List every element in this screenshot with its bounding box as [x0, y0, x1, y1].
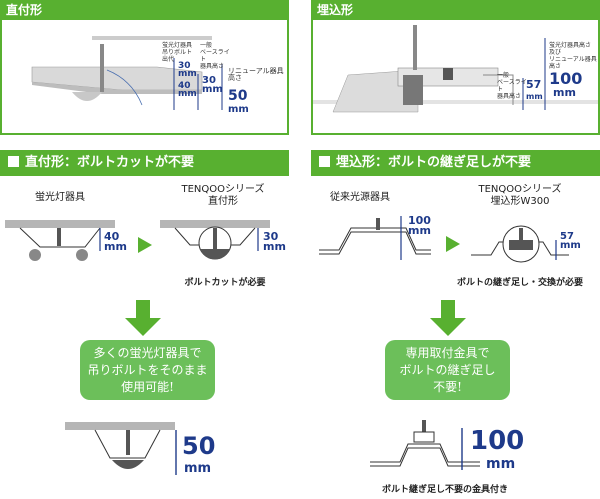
label-base-light: 一般 ベースライト 器具高さ	[200, 42, 230, 70]
square-bullet-icon	[8, 156, 19, 167]
left-after-caption: ボルトカットが必要	[184, 278, 266, 288]
right-before-label: 従来光源器具	[330, 192, 390, 203]
band-direct-title: 直付形：ボルトカットが不要	[25, 155, 195, 170]
direct-mount-illustration	[31, 36, 223, 110]
left-after-dim: 30 mm	[263, 230, 286, 253]
left-before-dim: 40 mm	[104, 230, 127, 253]
dim-40-small: 40 mm	[178, 81, 197, 100]
left-comparison-diagram	[5, 220, 270, 261]
right-after-dim: 57 mm	[560, 231, 581, 251]
dim-50-total-unit: mm	[228, 104, 249, 115]
label-fl-bolt: 蛍光灯器具 吊りボルト 出代	[162, 42, 193, 63]
right-result-dim: 100	[470, 426, 525, 456]
dim-100-unit: mm	[553, 86, 576, 99]
right-result-diagram	[370, 420, 480, 470]
recessed-mount-illustration	[313, 25, 598, 113]
right-before-dim: 100 mm	[408, 214, 431, 237]
label-base-height: 一般 ベースライト 器具高さ	[497, 72, 527, 100]
left-callout: 多くの蛍光灯器具で 吊りボルトをそのまま 使用可能!	[80, 340, 215, 400]
band-recessed: 埋込形：ボルトの継ぎ足しが不要	[311, 150, 600, 176]
dim-30-base: 30 mm	[202, 75, 223, 95]
square-bullet-icon	[319, 156, 330, 167]
left-result-diagram	[65, 422, 177, 475]
dim-100: 100	[549, 69, 583, 88]
left-result-dim: 50	[182, 432, 216, 460]
dim-50-total: 50	[228, 88, 248, 104]
header-direct: 直付形	[0, 0, 289, 20]
photo-panel-recessed: 蛍光灯器具高さ 及び リニューアル器具 高さ 一般 ベースライト 器具高さ 57…	[311, 20, 600, 135]
right-callout: 専用取付金具で ボルトの継ぎ足し 不要!	[385, 340, 510, 400]
header-recessed: 埋込形	[311, 0, 600, 20]
dim-57: 57	[526, 78, 542, 91]
right-comparison-diagram	[319, 216, 569, 263]
right-after-label: TENQOOシリーズ 埋込形W300	[478, 184, 562, 207]
down-arrow-icon	[125, 300, 161, 336]
band-recessed-title: 埋込形：ボルトの継ぎ足しが不要	[336, 155, 532, 170]
label-renewal: リニューアル器具 高さ	[228, 67, 284, 82]
dim-57-unit: mm	[526, 92, 543, 101]
label-device-height: 蛍光灯器具高さ 及び リニューアル器具 高さ	[549, 42, 597, 70]
left-after-label: TENQOOシリーズ 直付形	[181, 184, 265, 207]
left-result-dim-unit: mm	[184, 461, 212, 476]
photo-panel-direct: 蛍光灯器具 吊りボルト 出代 一般 ベースライト 器具高さ リニューアル器具 高…	[0, 20, 289, 135]
down-arrow-icon	[430, 300, 466, 336]
band-direct: 直付形：ボルトカットが不要	[0, 150, 289, 176]
left-before-label: 蛍光灯器具	[35, 192, 85, 203]
right-result-dim-unit: mm	[486, 456, 516, 472]
right-after-caption: ボルトの継ぎ足し・交換が必要	[456, 278, 583, 288]
dim-30-small: 30 mm	[178, 61, 197, 80]
right-result-caption: ボルト継ぎ足し不要の金具付き	[381, 485, 508, 495]
